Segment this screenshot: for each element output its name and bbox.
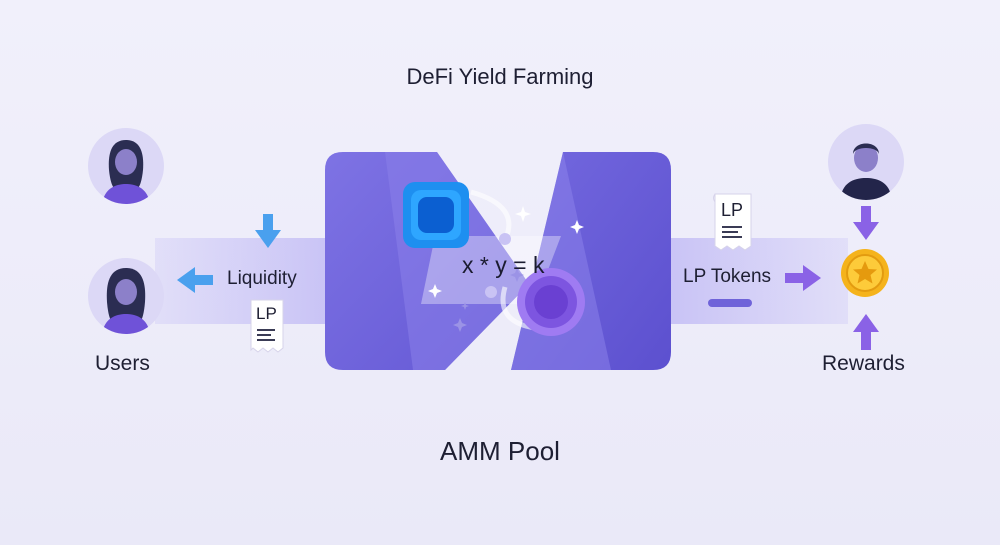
node-dot bbox=[499, 233, 511, 245]
diagram-title: DeFi Yield Farming bbox=[406, 64, 594, 89]
rewards-label: Rewards bbox=[822, 352, 905, 375]
lp-receipt-text: LP bbox=[721, 200, 744, 220]
lp-receipt-text: LP bbox=[256, 304, 277, 323]
users-label: Users bbox=[95, 352, 150, 375]
constant-product-formula: x * y = k bbox=[462, 252, 545, 278]
arrow-left-icon bbox=[177, 267, 213, 293]
amm-pool-graphic bbox=[325, 152, 671, 370]
node-dot bbox=[485, 286, 497, 298]
lp-tokens-label: LP Tokens bbox=[683, 266, 772, 287]
lp-receipt-icon bbox=[250, 299, 284, 353]
sparkle-icon bbox=[428, 206, 584, 298]
user-avatar-icon bbox=[88, 258, 164, 334]
arrow-up-icon bbox=[853, 314, 879, 350]
liquidity-label: Liquidity bbox=[227, 268, 297, 289]
arrow-down-icon bbox=[255, 214, 281, 248]
user-avatar-icon bbox=[88, 128, 164, 204]
user-avatar-icon bbox=[828, 124, 904, 200]
lp-receipt-icon bbox=[713, 193, 752, 251]
sparkle-icon bbox=[453, 268, 524, 332]
lp-token-bar bbox=[708, 299, 752, 307]
arrow-down-icon bbox=[853, 206, 879, 240]
arrow-right-icon bbox=[785, 265, 821, 291]
star-coin-icon bbox=[841, 249, 889, 297]
amm-pool-label: AMM Pool bbox=[440, 436, 560, 466]
lp-token-flow-band bbox=[668, 238, 848, 324]
